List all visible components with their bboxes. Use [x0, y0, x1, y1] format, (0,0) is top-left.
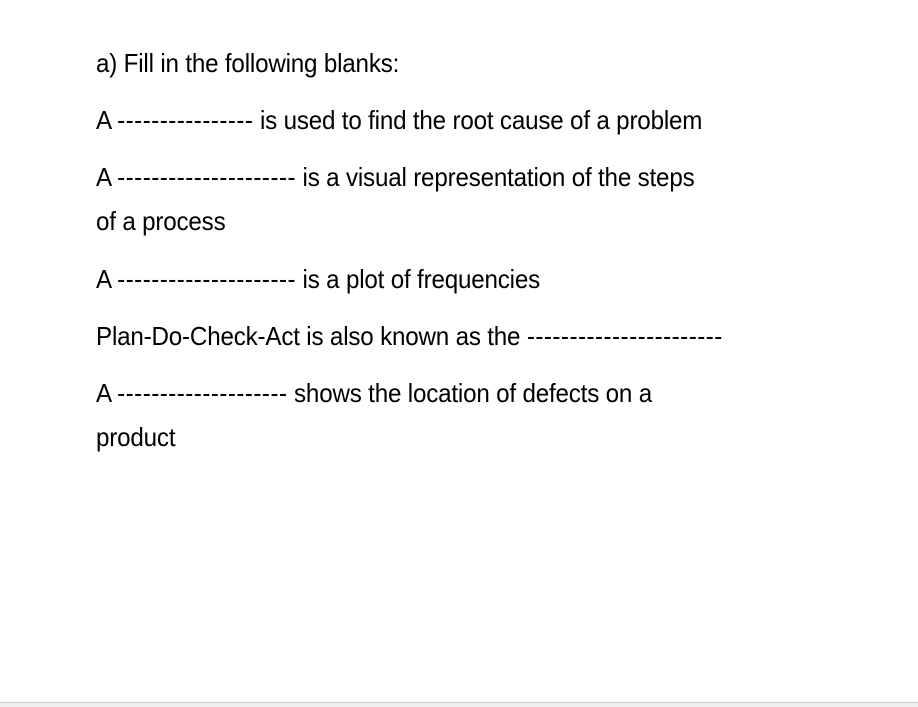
question-suffix: is used to find the root cause of a prob…	[253, 105, 703, 135]
question-prefix: Plan-Do-Check-Act is also known as the	[96, 321, 527, 351]
question-suffix: shows the location of defects on a	[287, 378, 652, 408]
question-continuation: product	[96, 422, 176, 452]
question-prefix: A	[96, 378, 118, 408]
question-prefix: A	[96, 105, 118, 135]
blank-field[interactable]: ---------------------	[117, 162, 297, 192]
question-continuation: of a process	[96, 206, 226, 236]
blank-field[interactable]: ---------------------	[117, 264, 297, 294]
question-2: A --------------------- is a visual repr…	[96, 155, 695, 199]
question-5-continuation: product	[96, 415, 176, 459]
question-5: A -------------------- shows the locatio…	[96, 371, 652, 415]
question-1: A ---------------- is used to find the r…	[96, 98, 702, 142]
question-3: A --------------------- is a plot of fre…	[96, 257, 540, 301]
question-4: Plan-Do-Check-Act is also known as the -…	[96, 314, 723, 358]
blank-field[interactable]: ----------------	[117, 105, 254, 135]
window-bottom-bar	[0, 703, 918, 707]
question-prefix: A	[96, 162, 118, 192]
question-suffix: is a plot of frequencies	[296, 264, 541, 294]
blank-field[interactable]: --------------------	[117, 378, 288, 408]
question-prefix: A	[96, 264, 118, 294]
blank-field[interactable]: -----------------------	[526, 321, 723, 351]
heading: a) Fill in the following blanks:	[96, 41, 399, 85]
page-bottom-divider	[0, 702, 918, 703]
heading-text: a) Fill in the following blanks:	[96, 48, 400, 78]
question-suffix: is a visual representation of the steps	[296, 162, 695, 192]
question-2-continuation: of a process	[96, 199, 226, 243]
